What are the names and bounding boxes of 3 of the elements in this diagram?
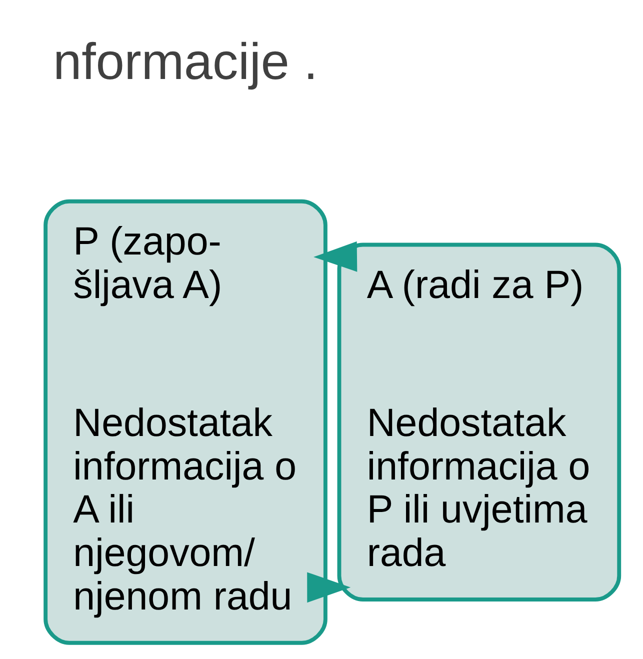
arrow	[314, 241, 358, 272]
label: nformacije .	[53, 32, 318, 90]
arrow	[307, 572, 351, 603]
